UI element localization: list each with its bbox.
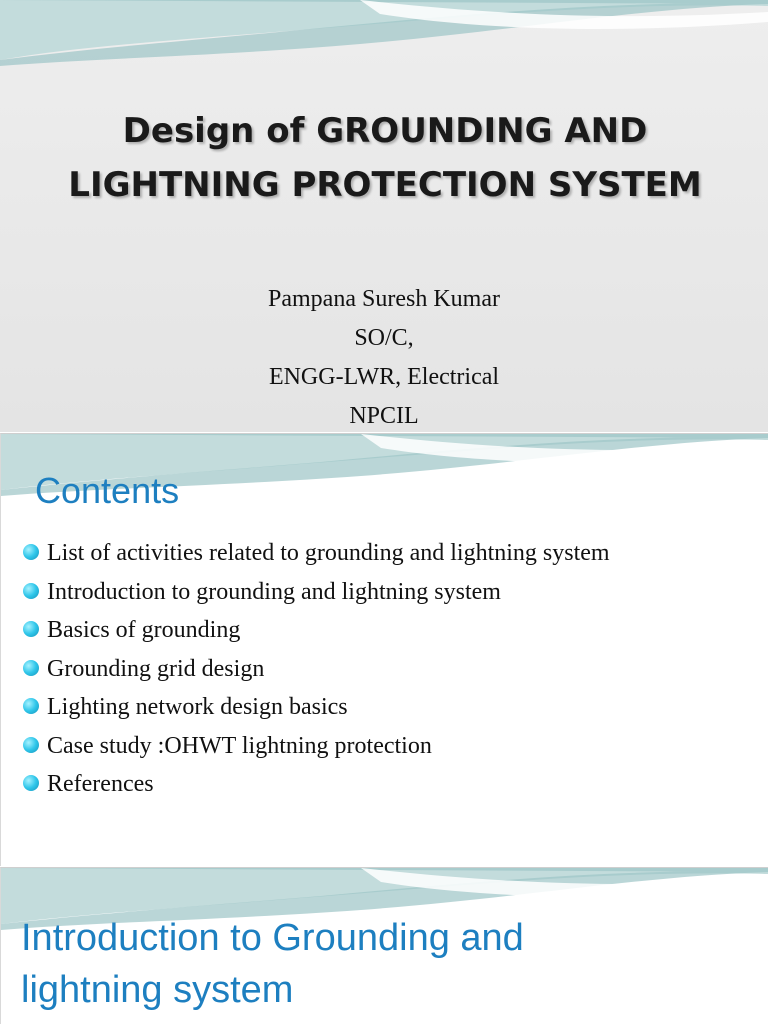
wave-banner-icon (0, 0, 768, 66)
contents-list: List of activities related to grounding … (23, 534, 610, 804)
list-item: Case study :OHWT lightning protection (23, 727, 610, 766)
list-item-text: Grounding grid design (47, 655, 265, 682)
author-department: ENGG-LWR, Electrical (268, 364, 500, 390)
bullet-dot-icon (23, 659, 39, 676)
bullet-dot-icon (23, 736, 39, 753)
list-item-text: Introduction to grounding and lightning … (47, 578, 501, 605)
list-item: List of activities related to grounding … (23, 534, 610, 573)
author-organization: NPCIL (349, 403, 419, 429)
slide-title: Design of GROUNDING AND LIGHTNING PROTEC… (40, 104, 730, 212)
slide-title-line: Design of GROUNDING AND (122, 111, 648, 151)
bullet-dot-icon (23, 544, 39, 560)
list-item-text: Case study :OHWT lightning protection (47, 732, 432, 759)
list-item-text: List of activities related to grounding … (47, 540, 610, 566)
introduction-heading-line: lightning system (21, 969, 294, 1011)
bullet-dot-icon (23, 775, 39, 791)
wave-banner-icon (1, 868, 768, 930)
bullet-dot-icon (23, 582, 39, 599)
introduction-slide: Introduction to Grounding and lightning … (0, 867, 768, 1024)
title-slide: Design of GROUNDING AND LIGHTNING PROTEC… (0, 0, 768, 432)
contents-slide: Contents List of activities related to g… (0, 433, 768, 866)
contents-heading: Contents (35, 470, 180, 511)
wave-banner-icon (1, 434, 768, 496)
list-item: Lighting network design basics (23, 688, 610, 727)
slide-title-line: LIGHTNING PROTECTION SYSTEM (68, 165, 702, 205)
list-item-text: Lighting network design basics (47, 694, 348, 720)
introduction-heading: Introduction to Grounding and lightning … (21, 912, 524, 1016)
list-item-text: Basics of grounding (47, 617, 241, 643)
list-item: Grounding grid design (23, 650, 610, 689)
bullet-dot-icon (23, 698, 39, 714)
author-block: Pampana Suresh Kumar SO/C, ENGG-LWR, Ele… (0, 280, 768, 432)
author-designation: SO/C, (354, 325, 414, 351)
introduction-heading-line: Introduction to Grounding and (21, 917, 524, 959)
author-name: Pampana Suresh Kumar (268, 286, 500, 312)
list-item-text: References (47, 771, 154, 797)
list-item: Introduction to grounding and lightning … (23, 573, 610, 612)
list-item: References (23, 765, 610, 804)
list-item: Basics of grounding (23, 611, 610, 650)
bullet-dot-icon (23, 621, 39, 637)
